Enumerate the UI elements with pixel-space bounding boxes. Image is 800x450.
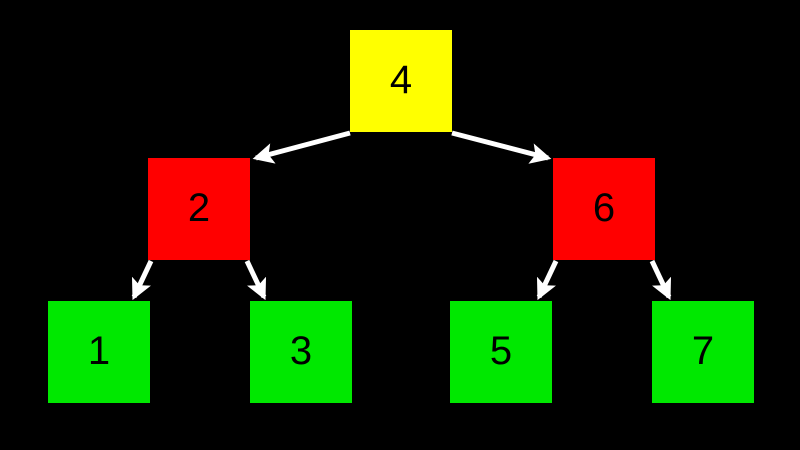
tree-node-7[interactable]: 7 — [652, 301, 754, 403]
tree-node-6[interactable]: 6 — [553, 158, 655, 260]
tree-node-label: 3 — [289, 329, 313, 373]
tree-edge — [244, 259, 267, 301]
tree-edge — [649, 259, 672, 301]
tree-node-label: 7 — [691, 329, 715, 373]
tree-node-4[interactable]: 4 — [350, 30, 452, 132]
tree-edge — [536, 259, 559, 301]
tree-node-label: 5 — [489, 329, 513, 373]
tree-edge — [252, 130, 351, 164]
tree-edge — [131, 259, 154, 301]
tree-node-label: 2 — [187, 186, 211, 230]
tree-edge — [451, 130, 552, 164]
tree-node-label: 4 — [389, 58, 413, 102]
tree-node-2[interactable]: 2 — [148, 158, 250, 260]
tree-node-1[interactable]: 1 — [48, 301, 150, 403]
tree-node-5[interactable]: 5 — [450, 301, 552, 403]
tree-node-label: 1 — [87, 329, 111, 373]
tree-node-label: 6 — [592, 186, 616, 230]
tree-node-3[interactable]: 3 — [250, 301, 352, 403]
